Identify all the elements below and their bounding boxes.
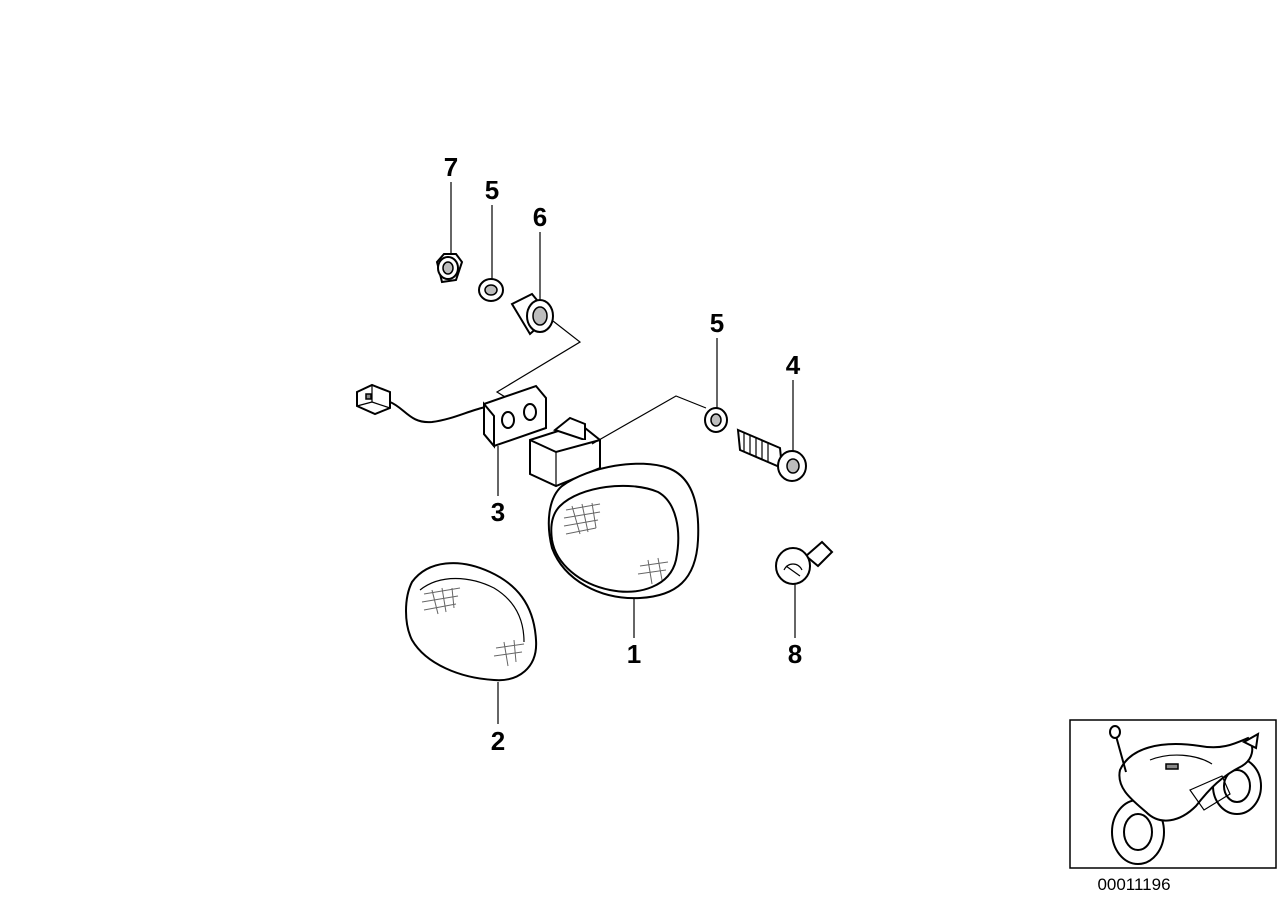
callout-1: 1 (627, 639, 641, 669)
bolt-part-4[interactable] (736, 428, 807, 482)
turn-indicator-part-1[interactable] (529, 416, 700, 600)
callout-5-upper: 5 (485, 175, 499, 205)
callout-6: 6 (533, 202, 547, 232)
washer-part-5-lower[interactable] (704, 407, 728, 433)
callout-7: 7 (444, 152, 458, 182)
lens-part-2[interactable] (405, 562, 538, 682)
bulb-part-8[interactable] (775, 540, 834, 585)
lens-hatch-part-2 (421, 587, 525, 667)
drawing-code: 00011196 (1097, 875, 1170, 894)
callout-8: 8 (788, 639, 802, 669)
callout-4: 4 (786, 350, 801, 380)
lens-hatch-part-1 (563, 502, 669, 585)
callout-2: 2 (491, 726, 505, 756)
hex-nut-part-7[interactable] (435, 253, 464, 284)
spacer-bushing-part-6[interactable] (510, 292, 554, 336)
callout-3: 3 (491, 497, 505, 527)
callout-5-lower: 5 (710, 308, 724, 338)
assembly-line-right (591, 395, 707, 445)
motorcycle-silhouette-icon (1109, 725, 1262, 865)
locator-inset (1069, 719, 1277, 869)
washer-part-5-upper[interactable] (478, 278, 504, 302)
mounting-bracket-part-3[interactable] (483, 384, 547, 449)
assembly-line-upper (495, 320, 582, 401)
